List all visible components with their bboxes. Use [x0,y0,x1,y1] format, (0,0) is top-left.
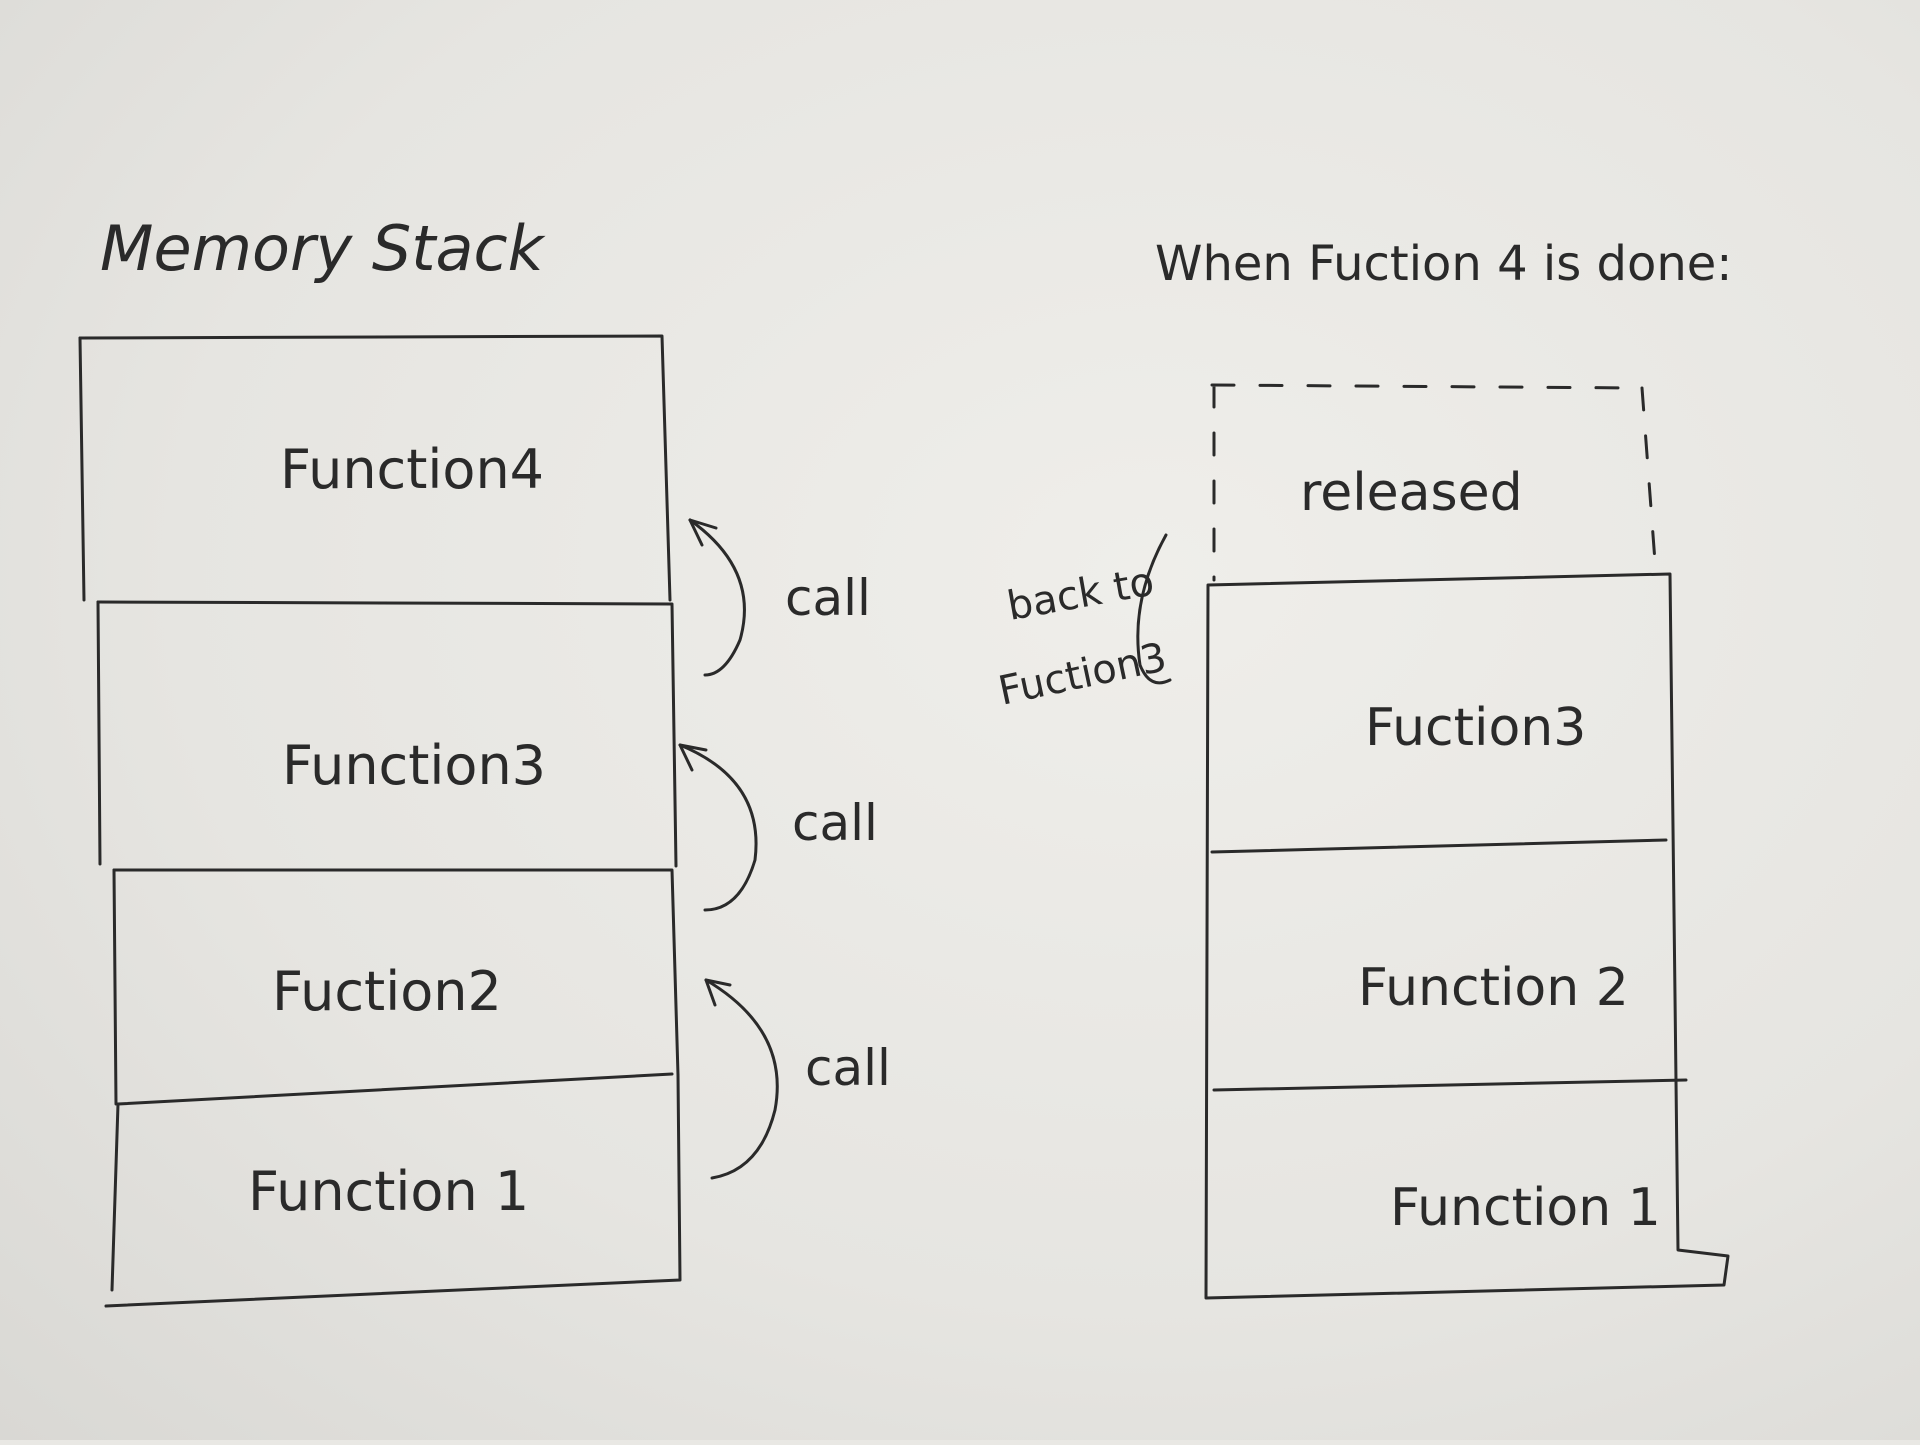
frame-divider [1210,838,1668,854]
frame-function3: Function3 [282,734,546,797]
frame-edge [112,868,118,1106]
arrowhead-icon [678,743,708,772]
frame-divider [96,600,678,868]
back-to-label: back to [1004,559,1158,630]
arrowhead-icon [688,518,718,547]
frame-edge [96,600,102,866]
return-arrow-icon [1136,533,1172,685]
left-stack [78,334,682,1308]
frame-divider [112,868,680,1077]
released-frame-dashed [1210,383,1658,582]
frame-bottom [104,1073,682,1308]
right-frame-function2: Function 2 [1358,958,1629,1018]
frame-function1: Function 1 [248,1160,529,1223]
arrowhead-icon [704,978,732,1007]
frame-function4: Function4 [280,438,544,501]
call-arrow-icon [688,518,746,677]
call-arrows [678,518,779,1180]
frame-function2: Fuction2 [272,960,502,1023]
frame-edge [78,336,86,602]
stack-outline [1204,572,1730,1300]
frame-edge [110,1102,120,1292]
frame-outline-top [78,334,672,602]
back-to-function3-label: Fuction3 [995,634,1171,714]
right-frame-function3: Fuction3 [1365,698,1586,758]
call-label-2: call [792,794,878,852]
frame-divider [116,1072,674,1106]
call-arrow-icon [678,743,758,912]
call-arrow-icon [704,978,779,1180]
call-label-1: call [785,569,871,627]
right-frame-function1: Function 1 [1390,1178,1661,1238]
right-stack [1136,383,1730,1300]
memory-stack-title: Memory Stack [100,212,546,285]
right-title: When Fuction 4 is done: [1155,236,1732,292]
call-label-3: call [805,1039,891,1097]
released-label: released [1300,463,1523,523]
frame-divider [1212,1078,1688,1092]
